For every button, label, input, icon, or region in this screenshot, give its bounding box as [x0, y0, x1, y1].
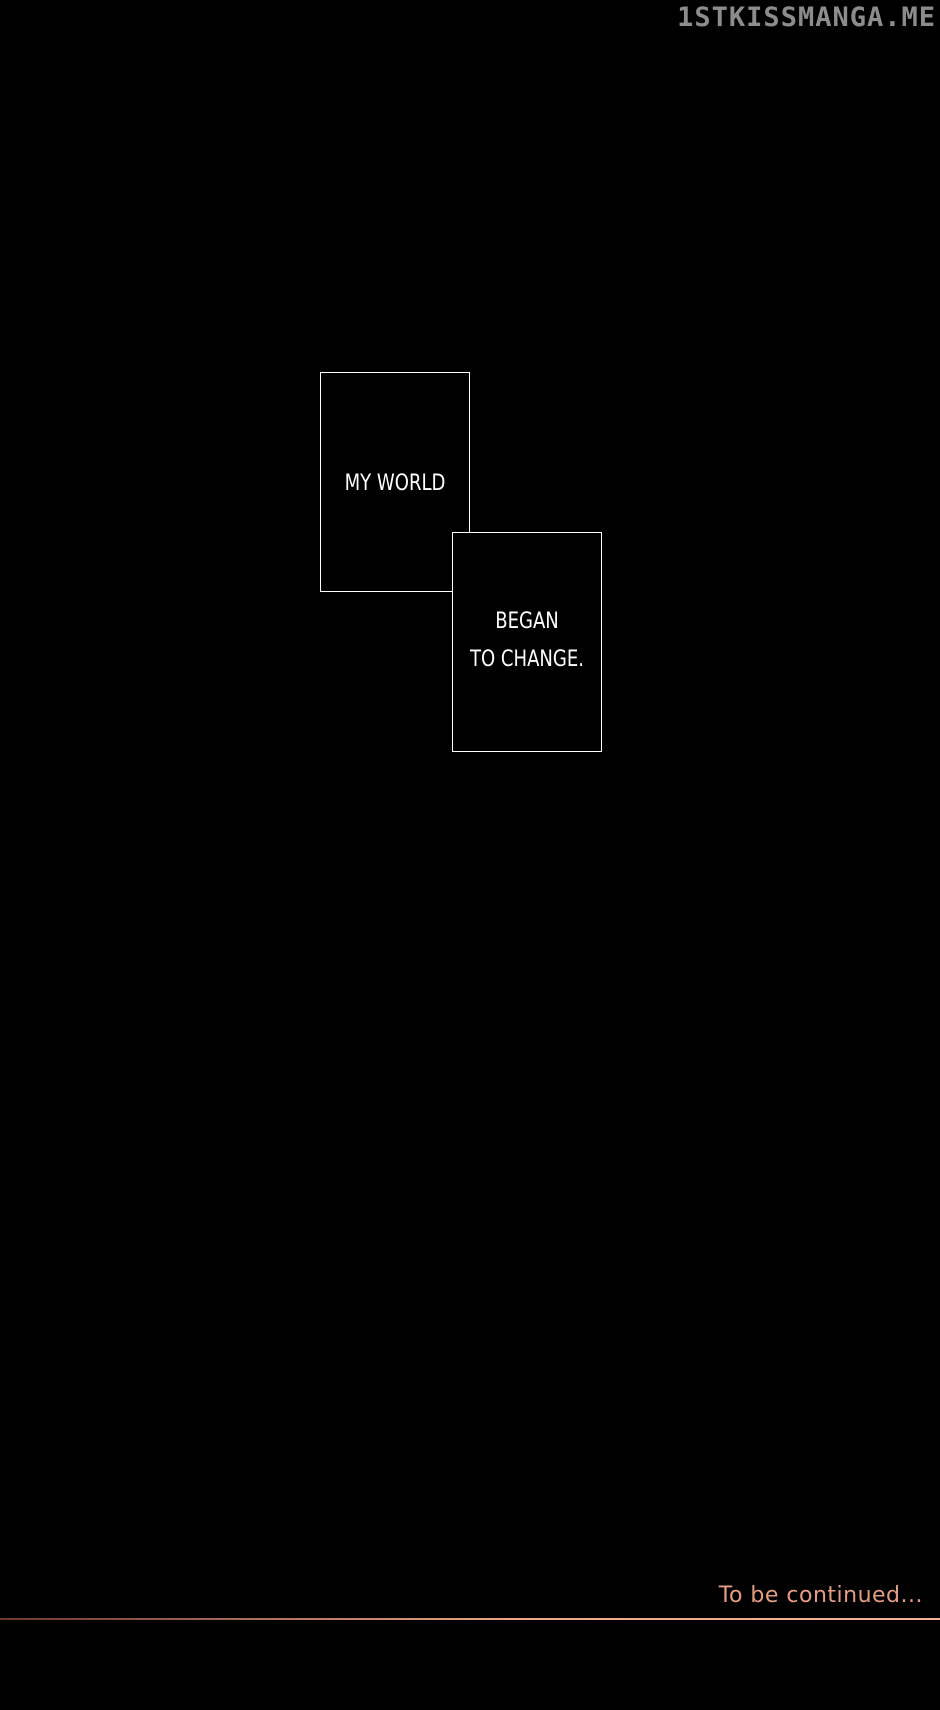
to-be-continued-text: To be continued... — [718, 1583, 923, 1608]
caption-panel-1: MY WORLD — [320, 372, 470, 592]
caption-line: MY WORLD — [344, 471, 446, 496]
site-watermark: 1STKISSMANGA.ME — [677, 2, 936, 33]
footer-divider — [0, 1618, 940, 1620]
caption-line: BEGAN — [495, 609, 559, 634]
caption-text-1: MY WORLD — [334, 465, 455, 503]
caption-text-2: BEGAN TO CHANGE. — [466, 603, 587, 679]
caption-line: TO CHANGE. — [469, 647, 585, 672]
caption-panel-2: BEGAN TO CHANGE. — [452, 532, 602, 752]
